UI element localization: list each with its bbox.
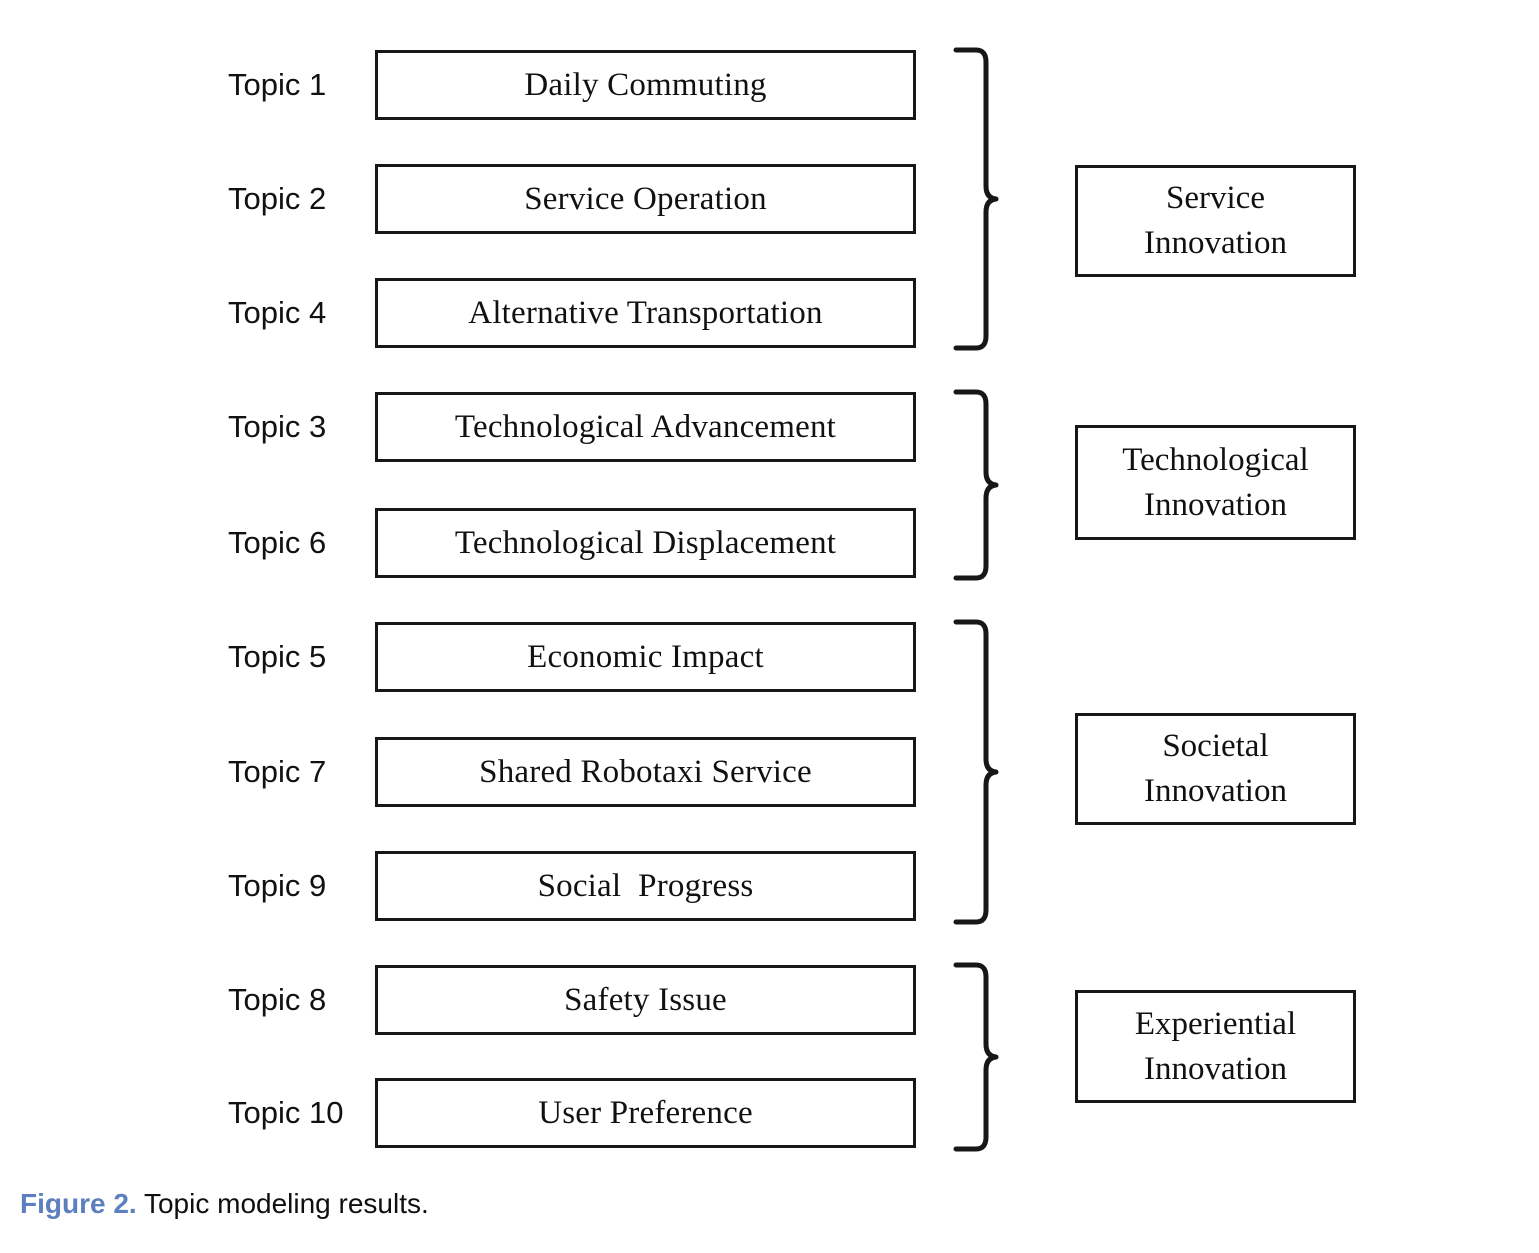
- category-box[interactable]: Societal Innovation: [1075, 713, 1356, 825]
- figure-caption: Figure 2. Topic modeling results.: [20, 1188, 429, 1220]
- group-brace-icon: [950, 961, 1010, 1153]
- figure-caption-prefix: Figure 2.: [20, 1188, 137, 1219]
- category-box-label: Societal Innovation: [1144, 728, 1287, 809]
- group-brace-icon: [950, 618, 1010, 926]
- topic-box-label: Technological Displacement: [454, 524, 837, 561]
- topic-box[interactable]: Social Progress: [375, 851, 916, 921]
- group-brace-icon: [950, 46, 1010, 352]
- topic-label: Topic 8: [228, 982, 327, 1017]
- category-box-label: Service Innovation: [1144, 180, 1287, 261]
- category-box[interactable]: Experiential Innovation: [1075, 990, 1356, 1103]
- category-box-label: Experiential Innovation: [1134, 1005, 1297, 1087]
- topic-label: Topic 2: [228, 181, 327, 216]
- topic-box-label: User Preference: [538, 1094, 753, 1131]
- topic-box-label: Alternative Transportation: [468, 294, 823, 331]
- category-box[interactable]: Service Innovation: [1075, 165, 1356, 277]
- topic-label: Topic 5: [228, 639, 327, 674]
- topic-box[interactable]: Safety Issue: [375, 965, 916, 1035]
- topic-box[interactable]: Technological Advancement: [375, 392, 916, 462]
- group-brace-icon: [950, 388, 1010, 582]
- topic-box-label: Technological Advancement: [454, 408, 837, 445]
- topic-box[interactable]: Economic Impact: [375, 622, 916, 692]
- topic-box-label: Service Operation: [524, 180, 767, 217]
- category-box-label: Technological Innovation: [1122, 441, 1309, 523]
- figure-caption-text: Topic modeling results.: [136, 1188, 429, 1219]
- topic-label: Topic 4: [228, 295, 327, 330]
- topic-box-label: Shared Robotaxi Service: [479, 753, 812, 790]
- topic-box-label: Economic Impact: [527, 638, 764, 675]
- topic-box[interactable]: Shared Robotaxi Service: [375, 737, 916, 807]
- topic-box[interactable]: Alternative Transportation: [375, 278, 916, 348]
- topic-label: Topic 7: [228, 754, 327, 789]
- topic-box[interactable]: Daily Commuting: [375, 50, 916, 120]
- topic-label: Topic 9: [228, 868, 327, 903]
- topic-box[interactable]: User Preference: [375, 1078, 916, 1148]
- topic-label: Topic 6: [228, 525, 327, 560]
- topic-label: Topic 1: [228, 67, 327, 102]
- topic-label: Topic 3: [228, 409, 327, 444]
- topic-box-label: Daily Commuting: [524, 66, 767, 103]
- category-box[interactable]: Technological Innovation: [1075, 425, 1356, 540]
- topic-box[interactable]: Service Operation: [375, 164, 916, 234]
- topic-label: Topic 10: [228, 1095, 344, 1130]
- topic-box-label: Social Progress: [537, 867, 754, 904]
- topic-box-label: Safety Issue: [564, 981, 727, 1018]
- topic-box[interactable]: Technological Displacement: [375, 508, 916, 578]
